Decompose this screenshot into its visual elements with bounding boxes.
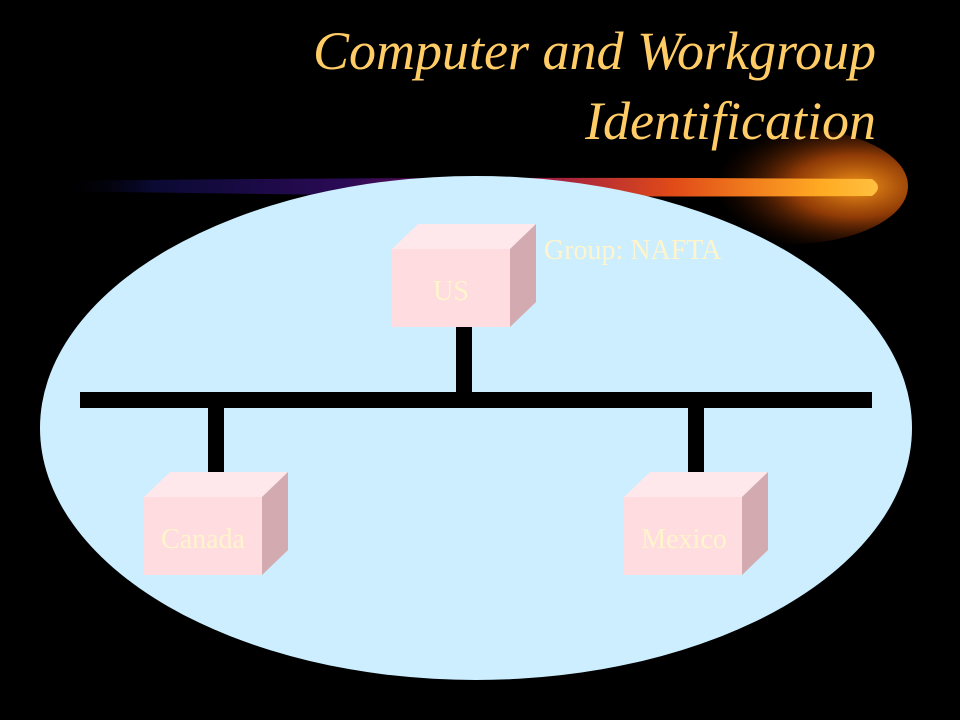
computer-us-label: US: [433, 276, 469, 307]
computer-us-top: [392, 224, 536, 249]
us-connector: [456, 327, 472, 394]
computer-mexico[interactable]: Mexico: [624, 472, 768, 575]
computer-canada-front: [144, 497, 262, 575]
network-bus: [80, 327, 872, 472]
mexico-connector: [688, 406, 704, 472]
bus-line: [80, 392, 872, 408]
computer-mexico-front: [624, 497, 742, 575]
slide-title-line-2: Identification: [585, 91, 876, 151]
computer-canada-top: [144, 472, 288, 497]
group-label: Group: NAFTA: [544, 235, 722, 266]
computer-us[interactable]: US: [392, 224, 536, 327]
computer-us-front: [392, 249, 510, 327]
computer-canada-label: Canada: [161, 524, 246, 555]
computer-mexico-label: Mexico: [641, 524, 727, 555]
slide-title-line-1: Computer and Workgroup: [312, 21, 876, 81]
computer-canada[interactable]: Canada: [144, 472, 288, 575]
computer-mexico-top: [624, 472, 768, 497]
computer-mexico-side: [742, 472, 768, 575]
computer-us-side: [510, 224, 536, 327]
computer-canada-side: [262, 472, 288, 575]
canada-connector: [208, 406, 224, 472]
